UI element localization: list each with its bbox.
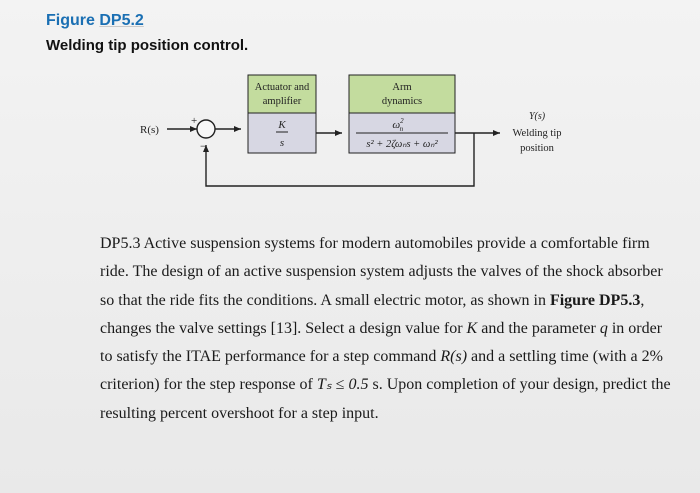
problem-text-mid1: , changes the valve settings [13]. Selec…: [100, 291, 645, 337]
symbol-settling-time: Tₛ ≤ 0.5: [316, 376, 369, 394]
figure-label: Figure: [46, 12, 95, 29]
figure-caption: Welding tip position control.: [46, 37, 249, 54]
arm-tf-denominator: s² + 2ζωₙs + ωₙ²: [366, 139, 438, 150]
block-diagram: R(s) + − Actuator and amplifier K s Arm …: [140, 74, 562, 187]
actuator-title-line1: Actuator and: [255, 82, 310, 93]
problem-text-mid4: and a settling time (with a 2% criterion…: [100, 348, 663, 394]
summing-plus-sign: +: [191, 115, 197, 127]
figure-number: DP5.2: [99, 12, 144, 29]
problem-text-mid2: and the parameter: [477, 319, 600, 337]
problem-statement: DP5.3 Active suspension systems for mode…: [100, 230, 675, 428]
arm-dynamics-title-box: [348, 74, 456, 114]
actuator-amplifier-title-box: [247, 74, 317, 114]
problem-text-mid3: in order to satisfy the ITAE performance…: [100, 319, 663, 366]
figure-reference-link[interactable]: Figure DP5.3: [549, 291, 641, 309]
arm-title-line1: Arm: [392, 82, 411, 93]
problem-text-end: s. Upon completion of your design, predi…: [100, 376, 671, 422]
actuator-tf-numerator: K: [277, 119, 286, 131]
feedback-path: [203, 133, 475, 187]
input-label: R(s): [140, 124, 159, 136]
figure-title: Figure DP5.2: [46, 12, 144, 30]
output-label-line1: Welding tip: [512, 128, 561, 139]
output-label-line2: position: [520, 143, 555, 154]
actuator-title-line2: amplifier: [263, 96, 302, 107]
symbol-R-of-s: R(s): [440, 348, 468, 366]
output-symbol: Y(s): [529, 111, 546, 122]
symbol-q: q: [599, 319, 608, 337]
symbol-K: K: [466, 319, 478, 337]
actuator-amplifier-block: [247, 112, 317, 154]
summing-junction: [196, 119, 216, 139]
actuator-tf-denominator: s: [280, 137, 284, 149]
problem-text-lead: DP5.3 Active suspension systems for mode…: [100, 235, 663, 309]
arm-title-line2: dynamics: [382, 96, 422, 107]
